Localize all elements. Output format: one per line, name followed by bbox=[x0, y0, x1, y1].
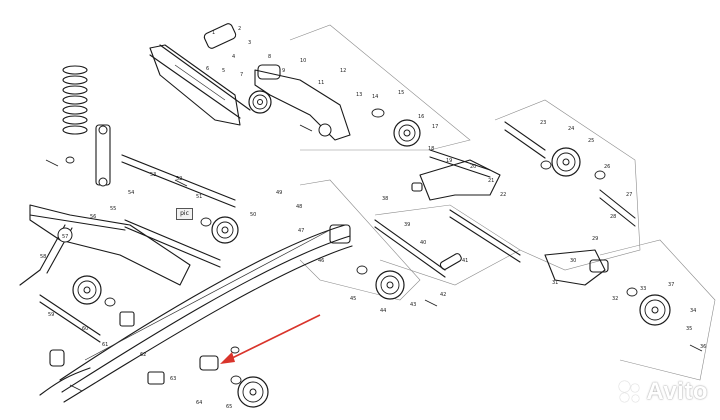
callout-number: 17 bbox=[432, 124, 438, 130]
callout-number: 61 bbox=[102, 342, 108, 348]
callout-number: 18 bbox=[428, 146, 434, 152]
idler-wheel-2 bbox=[393, 119, 421, 147]
callout-number: 38 bbox=[382, 196, 388, 202]
callout-number: 55 bbox=[110, 206, 116, 212]
callout-number: 50 bbox=[250, 212, 256, 218]
callout-number: 43 bbox=[410, 302, 416, 308]
callout-number: 12 bbox=[340, 68, 346, 74]
callout-number: 25 bbox=[588, 138, 594, 144]
callout-number: 24 bbox=[568, 126, 574, 132]
callout-number: 7 bbox=[240, 72, 243, 78]
callout-number: 1 bbox=[212, 30, 215, 36]
callout-number: 10 bbox=[300, 58, 306, 64]
callout-number: 32 bbox=[612, 296, 618, 302]
callout-number: 9 bbox=[282, 68, 285, 74]
spring-shock bbox=[62, 65, 111, 187]
callout-number: 48 bbox=[296, 204, 302, 210]
callout-number: 46 bbox=[318, 258, 324, 264]
callout-number: 58 bbox=[40, 254, 46, 260]
idler-wheel-5 bbox=[375, 270, 405, 300]
guide-box-right bbox=[494, 99, 641, 271]
callout-number: 13 bbox=[356, 92, 362, 98]
callout-number: 3 bbox=[248, 40, 251, 46]
avito-watermark: Avito bbox=[617, 378, 708, 406]
shock-mount-top bbox=[149, 23, 251, 126]
callout-number: 59 bbox=[48, 312, 54, 318]
callout-number: 35 bbox=[686, 326, 692, 332]
callout-number: 23 bbox=[540, 120, 546, 126]
callout-number: 29 bbox=[592, 236, 598, 242]
callout-number: 41 bbox=[462, 258, 468, 264]
idler-wheel-3 bbox=[551, 147, 581, 177]
callout-number: 34 bbox=[690, 308, 696, 314]
avito-watermark-text: Avito bbox=[646, 378, 708, 405]
callout-number: 53 bbox=[150, 172, 156, 178]
callout-number: 28 bbox=[610, 214, 616, 220]
callout-number: 20 bbox=[470, 164, 476, 170]
callout-number: 63 bbox=[170, 376, 176, 382]
callout-number: 57 bbox=[62, 234, 68, 240]
callout-number: 54 bbox=[128, 190, 134, 196]
callout-number: 6 bbox=[206, 66, 209, 72]
rear-arm bbox=[419, 149, 609, 286]
avito-logo-icon bbox=[617, 379, 643, 405]
callout-number: 8 bbox=[268, 54, 271, 60]
callout-number: 15 bbox=[398, 90, 404, 96]
callout-number: 42 bbox=[440, 292, 446, 298]
callout-number: 16 bbox=[418, 114, 424, 120]
guide-box-center bbox=[374, 204, 521, 286]
callout-number: 44 bbox=[380, 308, 386, 314]
lower-arm-left bbox=[19, 204, 191, 286]
callout-number: 26 bbox=[604, 164, 610, 170]
callout-number: 19 bbox=[446, 158, 452, 164]
hardware-small bbox=[45, 108, 703, 392]
guide-box-upper bbox=[289, 24, 471, 151]
callout-number: 37 bbox=[668, 282, 674, 288]
callout-number: 5 bbox=[222, 68, 225, 74]
slide-rails bbox=[39, 224, 353, 403]
idler-wheel-8 bbox=[237, 376, 269, 408]
idler-wheel-4 bbox=[211, 216, 239, 244]
callout-number: 52 bbox=[176, 176, 182, 182]
callout-number: 4 bbox=[232, 54, 235, 60]
callout-number: 21 bbox=[488, 178, 494, 184]
callout-number: 49 bbox=[276, 190, 282, 196]
guide-box-mid bbox=[299, 179, 421, 301]
upper-arm bbox=[254, 64, 351, 141]
callout-number: 11 bbox=[318, 80, 324, 86]
pic-tag: pic bbox=[176, 208, 193, 220]
callout-number: 39 bbox=[404, 222, 410, 228]
callout-number: 14 bbox=[372, 94, 378, 100]
callout-number: 56 bbox=[90, 214, 96, 220]
red-pointer-arrow bbox=[220, 314, 321, 364]
callout-number: 47 bbox=[298, 228, 304, 234]
cross-shafts bbox=[39, 121, 636, 343]
callout-number: 36 bbox=[700, 344, 706, 350]
callout-number: 60 bbox=[82, 326, 88, 332]
callout-number: 22 bbox=[500, 192, 506, 198]
callout-number: 2 bbox=[238, 26, 241, 32]
guide-box-rear bbox=[599, 239, 716, 381]
callout-number: 45 bbox=[350, 296, 356, 302]
callout-number: 51 bbox=[196, 194, 202, 200]
callout-number: 33 bbox=[640, 286, 646, 292]
callout-number: 27 bbox=[626, 192, 632, 198]
callout-number: 30 bbox=[570, 258, 576, 264]
callout-number: 62 bbox=[140, 352, 146, 358]
idler-wheel-6 bbox=[72, 275, 102, 305]
idler-wheel-7 bbox=[639, 294, 671, 326]
callout-number: 40 bbox=[420, 240, 426, 246]
callout-number: 64 bbox=[196, 400, 202, 406]
callout-number: 31 bbox=[552, 280, 558, 286]
idler-wheel-1 bbox=[248, 90, 272, 114]
callout-number: 65 bbox=[226, 404, 232, 410]
